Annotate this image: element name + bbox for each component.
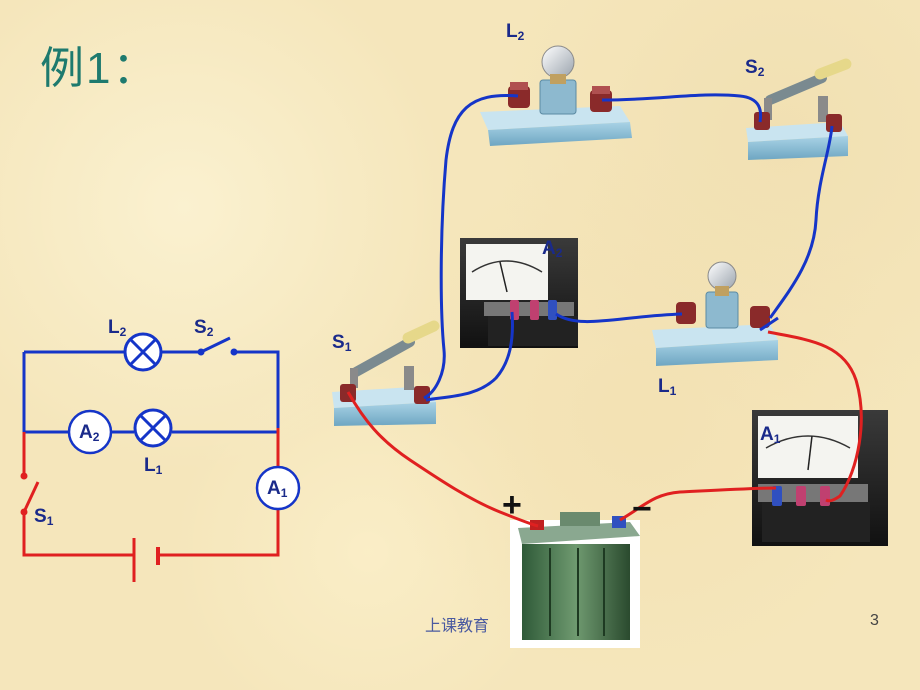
- schematic-diagram: [20, 332, 301, 582]
- apparatus-label-l2: L2: [506, 21, 525, 43]
- schematic-label-a1: A1: [267, 478, 288, 500]
- footer-text: 上课教育: [425, 618, 490, 635]
- blue-wires: [423, 93, 834, 402]
- schematic-label-s1: S1: [34, 506, 54, 528]
- battery-plus-sign: +: [502, 486, 522, 524]
- apparatus-label-l1: L1: [658, 376, 677, 398]
- apparatus-label-s2: S2: [745, 57, 765, 79]
- schematic-label-a2: A2: [79, 422, 100, 444]
- apparatus-label-s1: S1: [332, 332, 352, 354]
- schematic-wire-left-lower: [22, 432, 134, 557]
- schematic-label-l1: L1: [144, 455, 163, 477]
- ammeter-a2-apparatus: [460, 238, 578, 348]
- schematic-label-l2: L2: [108, 317, 127, 339]
- switch-s2-apparatus: [746, 58, 852, 160]
- red-wires: [346, 330, 863, 528]
- apparatus-label-a1: A1: [760, 424, 781, 446]
- schematic-switch-s2-icon: [197, 336, 238, 356]
- schematic-switch-s1-icon: [20, 472, 40, 516]
- switch-s1-apparatus: [332, 320, 440, 426]
- schematic-wire-right-lower: [158, 428, 280, 557]
- battery-apparatus: [510, 512, 640, 648]
- schematic-ammeter-a2-icon: [67, 409, 113, 455]
- schematic-lamp-l2-icon: [123, 332, 163, 372]
- lamp-l2-apparatus: [480, 45, 632, 146]
- page-title: 例1：: [40, 44, 159, 93]
- page-number: 3: [870, 612, 879, 629]
- schematic-lamp-l1-icon: [133, 408, 173, 448]
- battery-minus-sign: −: [632, 490, 652, 528]
- schematic-label-s2: S2: [194, 317, 214, 339]
- ammeter-a1-apparatus: [752, 410, 888, 546]
- schematic-wire-top: [24, 350, 280, 428]
- apparatus-label-a2: A2: [542, 238, 563, 260]
- lamp-l1-apparatus: [652, 261, 778, 366]
- schematic-ammeter-a1-icon: [255, 465, 301, 511]
- schematic-battery-icon: [132, 538, 160, 582]
